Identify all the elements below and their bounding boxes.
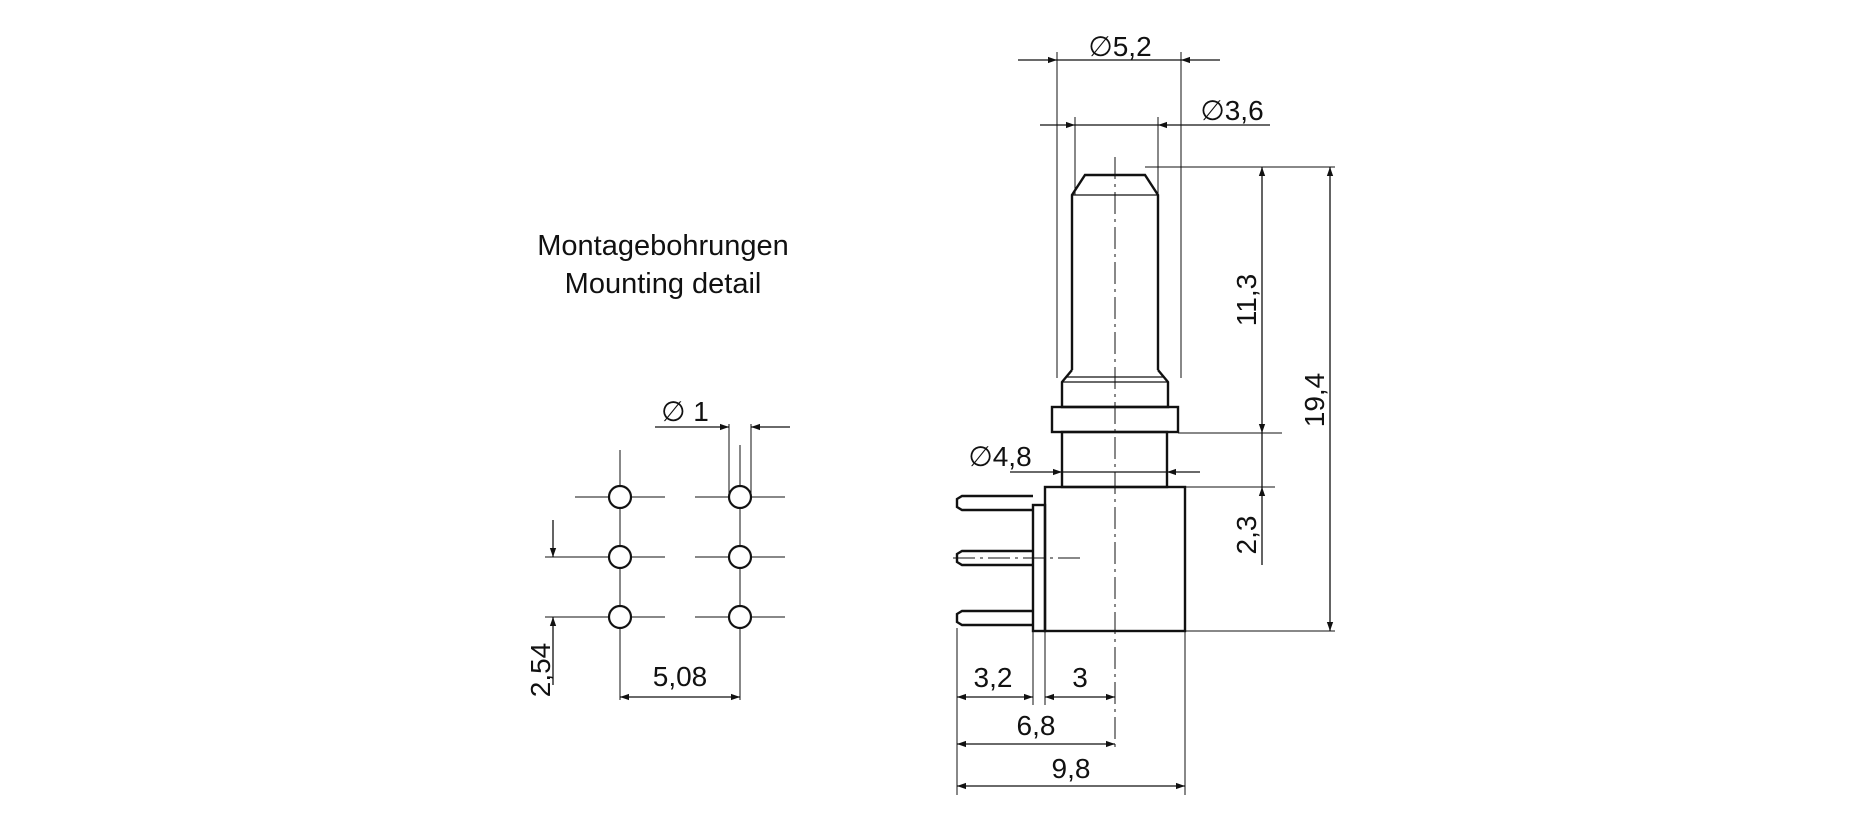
pin-middle [955, 549, 1033, 567]
mounting-hole [607, 484, 633, 510]
dim-base-diameter: ∅4,8 [968, 441, 1031, 472]
dim-top-outer-diameter: ∅5,2 [1088, 31, 1151, 62]
pin-bottom [955, 609, 1033, 627]
dim-height-total: 19,4 [1299, 373, 1330, 428]
title-english: Mounting detail [565, 268, 762, 300]
dim-hole-diameter: ∅ 1 [661, 396, 709, 427]
mounting-hole [727, 604, 753, 630]
dim-height-upper: 11,3 [1231, 274, 1262, 326]
connector-drawing: ∅5,2 ∅3,6 ∅4,8 11,3 19,4 2,3 [953, 31, 1335, 795]
pin-carrier [1031, 503, 1047, 633]
dim-pitch-horizontal: 5,08 [653, 661, 708, 692]
pin-top [955, 494, 1033, 512]
dim-top-inner-diameter: ∅3,6 [1200, 95, 1263, 126]
mounting-hole [607, 544, 633, 570]
dim-width-body: 3 [1072, 662, 1088, 693]
dim-width-to-axis: 6,8 [1017, 710, 1056, 741]
mounting-hole [727, 484, 753, 510]
mounting-detail: ∅ 1 2,54 5,08 [525, 396, 790, 701]
title-german: Montagebohrungen [537, 230, 789, 262]
dim-pitch-vertical: 2,54 [525, 643, 556, 698]
connector-sleeve [1070, 173, 1160, 370]
mounting-hole [727, 544, 753, 570]
dim-width-total: 9,8 [1052, 753, 1091, 784]
dim-width-pins: 3,2 [974, 662, 1013, 693]
dim-height-lower: 2,3 [1231, 516, 1262, 555]
mounting-hole [607, 604, 633, 630]
